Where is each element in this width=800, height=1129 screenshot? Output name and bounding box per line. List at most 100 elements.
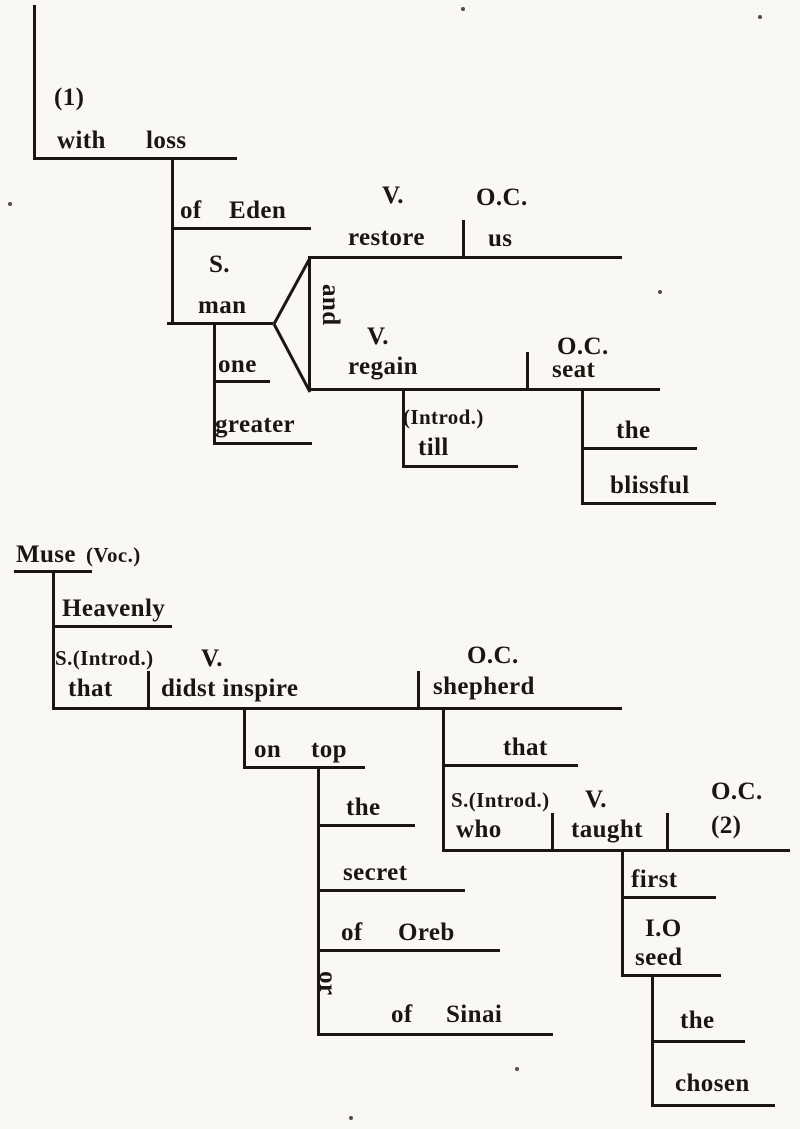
word-that-modifier: that xyxy=(503,734,548,761)
man-baseline xyxy=(167,322,273,325)
io-label: I.O xyxy=(645,915,682,942)
word-sinai: Sinai xyxy=(446,1001,503,1028)
subject-label-main: S.(Introd.) xyxy=(55,646,154,670)
word-the-seat: the xyxy=(616,417,651,444)
reference-label-2: (2) xyxy=(711,812,742,839)
restore-baseline xyxy=(308,256,622,259)
word-or-conjunction: or xyxy=(314,971,341,996)
reference-label-1: (1) xyxy=(54,84,85,111)
subject-label-relative: S.(Introd.) xyxy=(451,788,550,812)
word-of-sinai-prep: of xyxy=(391,1001,413,1028)
scan-artifact xyxy=(515,1067,519,1071)
word-us: us xyxy=(488,225,513,252)
of-sinai-baseline xyxy=(317,1033,553,1036)
word-heavenly: Heavenly xyxy=(62,595,166,622)
who-taught-divider xyxy=(551,813,554,852)
main-clause-baseline xyxy=(52,707,622,710)
the-baseline-3 xyxy=(651,1040,745,1043)
on-top-baseline xyxy=(243,766,365,769)
word-eden: Eden xyxy=(229,197,287,224)
man-modifier-connector xyxy=(213,322,216,445)
subject-verb-divider xyxy=(147,671,150,710)
verb-label-relative: V. xyxy=(585,786,607,813)
word-shepherd: shepherd xyxy=(433,673,535,700)
word-blissful: blissful xyxy=(610,472,690,499)
one-baseline xyxy=(213,380,270,383)
subject-label: S. xyxy=(209,251,230,278)
word-seed: seed xyxy=(635,944,683,971)
scan-artifact xyxy=(461,7,465,11)
scan-artifact xyxy=(658,290,662,294)
word-of-eden-prep: of xyxy=(180,197,202,224)
taught-modifier-connector xyxy=(621,849,624,977)
compound-verb-fork xyxy=(272,257,312,393)
with-loss-baseline xyxy=(33,157,237,160)
scan-artifact xyxy=(349,1116,353,1120)
first-baseline xyxy=(621,896,716,899)
word-regain: regain xyxy=(348,353,418,380)
word-till: till xyxy=(418,434,449,461)
relative-clause-baseline xyxy=(442,849,790,852)
word-the-top: the xyxy=(346,794,381,821)
blissful-baseline xyxy=(581,502,716,505)
secret-baseline xyxy=(317,889,465,892)
till-connector xyxy=(402,388,405,468)
regain-object-divider xyxy=(526,352,529,391)
of-eden-baseline xyxy=(171,227,311,230)
word-man: man xyxy=(198,292,247,319)
word-of-oreb-prep: of xyxy=(341,919,363,946)
top-modifier-chain-connector xyxy=(317,766,320,1036)
of-oreb-baseline xyxy=(317,949,500,952)
word-secret: secret xyxy=(343,859,408,886)
scan-artifact xyxy=(8,202,12,206)
word-with: with xyxy=(57,127,106,154)
introducer-label: (Introd.) xyxy=(403,405,484,429)
chosen-baseline xyxy=(651,1104,775,1107)
restore-object-divider xyxy=(462,220,465,259)
shepherd-modifier-connector xyxy=(442,707,445,852)
word-loss: loss xyxy=(146,127,187,154)
muse-stem-connector xyxy=(52,570,55,710)
word-chosen: chosen xyxy=(675,1070,750,1097)
verb-label-main: V. xyxy=(201,645,223,672)
taught-object-divider xyxy=(666,813,669,852)
seat-modifier-connector xyxy=(581,388,584,505)
regain-baseline xyxy=(308,388,660,391)
that-baseline xyxy=(442,764,578,767)
seed-baseline xyxy=(621,974,721,977)
heavenly-baseline xyxy=(52,625,172,628)
word-one: one xyxy=(218,351,257,378)
word-first: first xyxy=(631,866,678,893)
with-to-man-connector xyxy=(171,157,174,325)
top-stem-line xyxy=(33,5,36,160)
word-the-seed: the xyxy=(680,1007,715,1034)
word-who: who xyxy=(456,816,502,843)
word-top: top xyxy=(311,736,347,763)
word-that-subject: that xyxy=(68,675,113,702)
word-greater: greater xyxy=(215,411,296,438)
word-didst-inspire: didst inspire xyxy=(161,675,299,702)
verb-object-divider xyxy=(417,671,420,710)
word-on: on xyxy=(254,736,282,763)
vocative-label: (Voc.) xyxy=(86,543,141,567)
scan-artifact xyxy=(758,15,762,19)
greater-baseline xyxy=(213,442,312,445)
verb-label-restore: V. xyxy=(382,182,404,209)
word-seat: seat xyxy=(552,356,596,383)
oc-label-relative: O.C. xyxy=(711,778,763,805)
word-muse: Muse xyxy=(16,541,76,568)
word-oreb: Oreb xyxy=(398,919,455,946)
fork-vertical-line xyxy=(308,256,311,391)
oc-label-regain: O.C. xyxy=(557,333,609,360)
word-restore: restore xyxy=(348,224,425,251)
the-baseline-1 xyxy=(581,447,697,450)
word-taught: taught xyxy=(571,816,643,843)
till-baseline xyxy=(402,465,518,468)
the-baseline-2 xyxy=(317,824,415,827)
oc-label-restore: O.C. xyxy=(476,184,528,211)
on-top-connector xyxy=(243,707,246,769)
verb-label-regain: V. xyxy=(367,323,389,350)
